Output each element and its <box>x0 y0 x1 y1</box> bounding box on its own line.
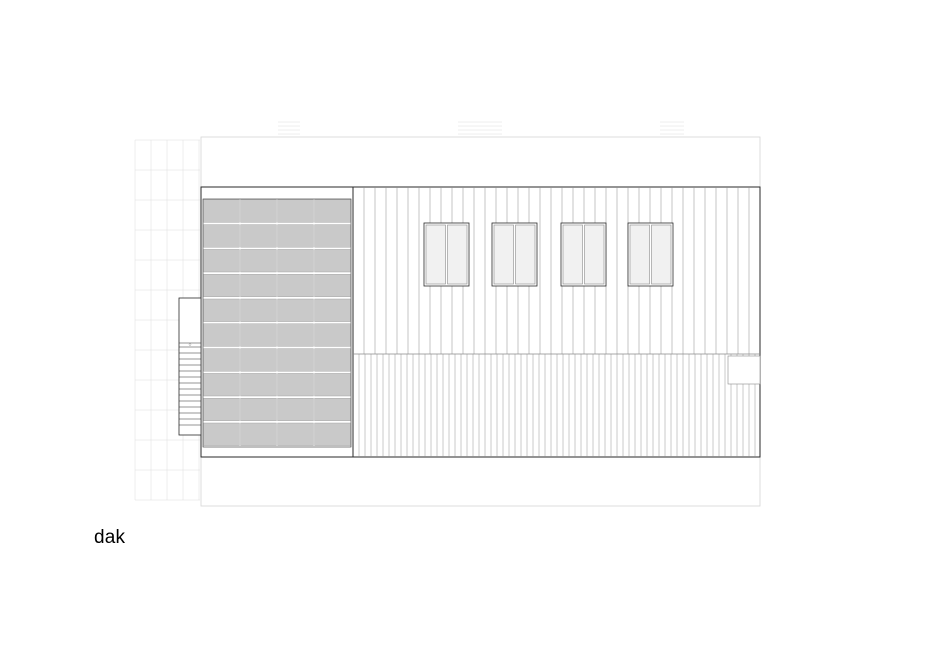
solar-panel <box>277 398 314 422</box>
solar-panel <box>203 199 240 223</box>
solar-panel <box>203 398 240 422</box>
solar-panel <box>240 199 277 223</box>
solar-panel-array <box>202 198 352 448</box>
solar-panel <box>240 323 277 347</box>
plan-caption: dak <box>94 527 126 548</box>
solar-panel <box>240 298 277 322</box>
solar-panel <box>203 274 240 298</box>
solar-panel <box>240 224 277 248</box>
skylight-pane <box>425 224 446 285</box>
solar-panel <box>277 373 314 397</box>
solar-panel <box>314 323 351 347</box>
solar-panel <box>277 274 314 298</box>
skylight-pane <box>629 224 650 285</box>
solar-panel <box>277 199 314 223</box>
solar-panel <box>277 323 314 347</box>
solar-panel <box>314 199 351 223</box>
skylight-group <box>423 222 674 287</box>
solar-panel <box>203 323 240 347</box>
roof-hatch-outline <box>727 355 761 385</box>
solar-panel <box>240 373 277 397</box>
solar-panel <box>277 249 314 273</box>
external-stair <box>178 297 202 436</box>
solar-panel <box>240 348 277 372</box>
solar-panel <box>240 398 277 422</box>
solar-panel <box>314 249 351 273</box>
solar-panel <box>240 249 277 273</box>
solar-panel <box>203 249 240 273</box>
skylight-pane <box>493 224 514 285</box>
solar-array-frame <box>202 198 352 448</box>
solar-panel <box>203 298 240 322</box>
solar-panel <box>314 398 351 422</box>
solar-panel <box>314 422 351 446</box>
solar-panel <box>240 422 277 446</box>
solar-panel <box>314 224 351 248</box>
solar-panel <box>203 373 240 397</box>
skylight-pane <box>447 224 468 285</box>
solar-panel <box>203 422 240 446</box>
solar-panel <box>203 348 240 372</box>
solar-panel <box>277 224 314 248</box>
solar-panel <box>314 274 351 298</box>
skylight-pane <box>584 224 605 285</box>
solar-panel <box>240 274 277 298</box>
skylight-pane <box>562 224 583 285</box>
solar-panel <box>277 348 314 372</box>
solar-panel <box>314 348 351 372</box>
solar-panel <box>277 422 314 446</box>
solar-panel <box>203 224 240 248</box>
solar-panel <box>314 298 351 322</box>
stair-outline <box>178 297 202 436</box>
solar-panel <box>277 298 314 322</box>
skylight-pane <box>651 224 672 285</box>
roof-hatch <box>727 355 761 385</box>
skylight-pane <box>515 224 536 285</box>
stair-marker <box>188 343 192 346</box>
solar-panel <box>314 373 351 397</box>
